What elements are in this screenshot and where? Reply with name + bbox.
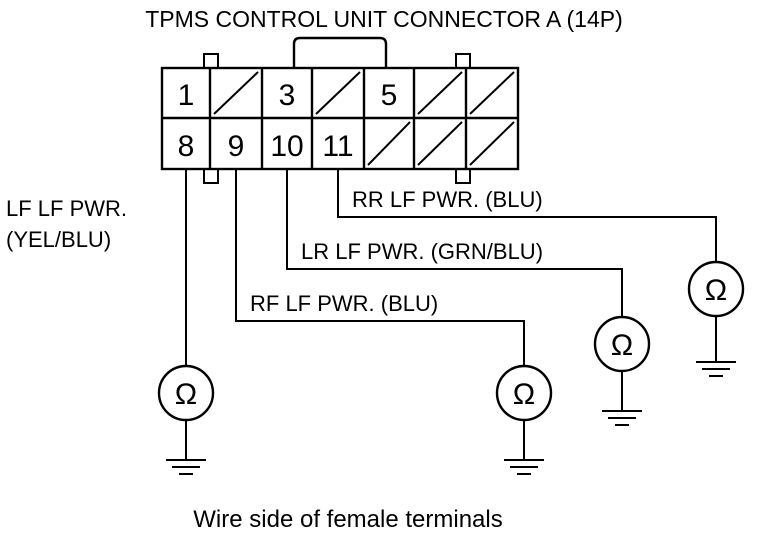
connector-key-top-left [203,53,219,69]
ohmmeter-icon: Ω [495,364,553,460]
wire-pin-9 [235,169,525,366]
pin-3-label: 3 [279,79,296,112]
unused-cavity [469,121,515,166]
pin-11-label: 11 [322,130,353,163]
pin-10-label: 10 [270,130,303,163]
ohm-symbol: Ω [611,329,633,362]
wire-pin-10 [286,169,623,317]
wire-label-lr: LR LF PWR. (GRN/BLU) [301,239,543,264]
wire-pin-11 [337,169,717,262]
unused-cavity [469,71,515,115]
unused-cavity [315,71,361,115]
connector-key-bottom-right [455,168,471,184]
ohm-symbol: Ω [513,378,535,411]
pin-9-label: 9 [228,130,245,163]
ground-icon [504,459,544,475]
wire-label-rr: RR LF PWR. (BLU) [352,187,543,212]
connector-key-top-right [455,53,471,69]
ohmmeter-icon: Ω [593,315,651,411]
ground-icon [696,361,736,377]
unused-cavity [367,121,411,166]
connector-a: 1 3 5 8 9 10 11 [160,36,520,184]
wire-label-lf: LF LF PWR. [6,196,127,221]
unused-cavity [213,71,259,115]
diagram-caption: Wire side of female terminals [193,506,502,533]
pin-5-label: 5 [381,79,398,112]
ohm-symbol: Ω [175,378,197,411]
ohmmeter-icon: Ω [157,364,215,460]
wire-label-lf-color: (YEL/BLU) [6,227,111,252]
ohmmeter-icon: Ω [687,260,745,362]
ground-icon [602,410,642,426]
diagram-title: TPMS CONTROL UNIT CONNECTOR A (14P) [145,6,623,32]
unused-cavity [417,121,463,166]
pin-8-label: 8 [178,130,195,163]
wire-label-rf: RF LF PWR. (BLU) [250,291,438,316]
connector-lock-tab [292,36,388,68]
ohm-symbol: Ω [705,274,727,307]
unused-cavity [417,71,463,115]
pin-1-label: 1 [178,79,195,112]
connector-key-bottom-left [203,168,219,184]
ground-icon [166,459,206,475]
